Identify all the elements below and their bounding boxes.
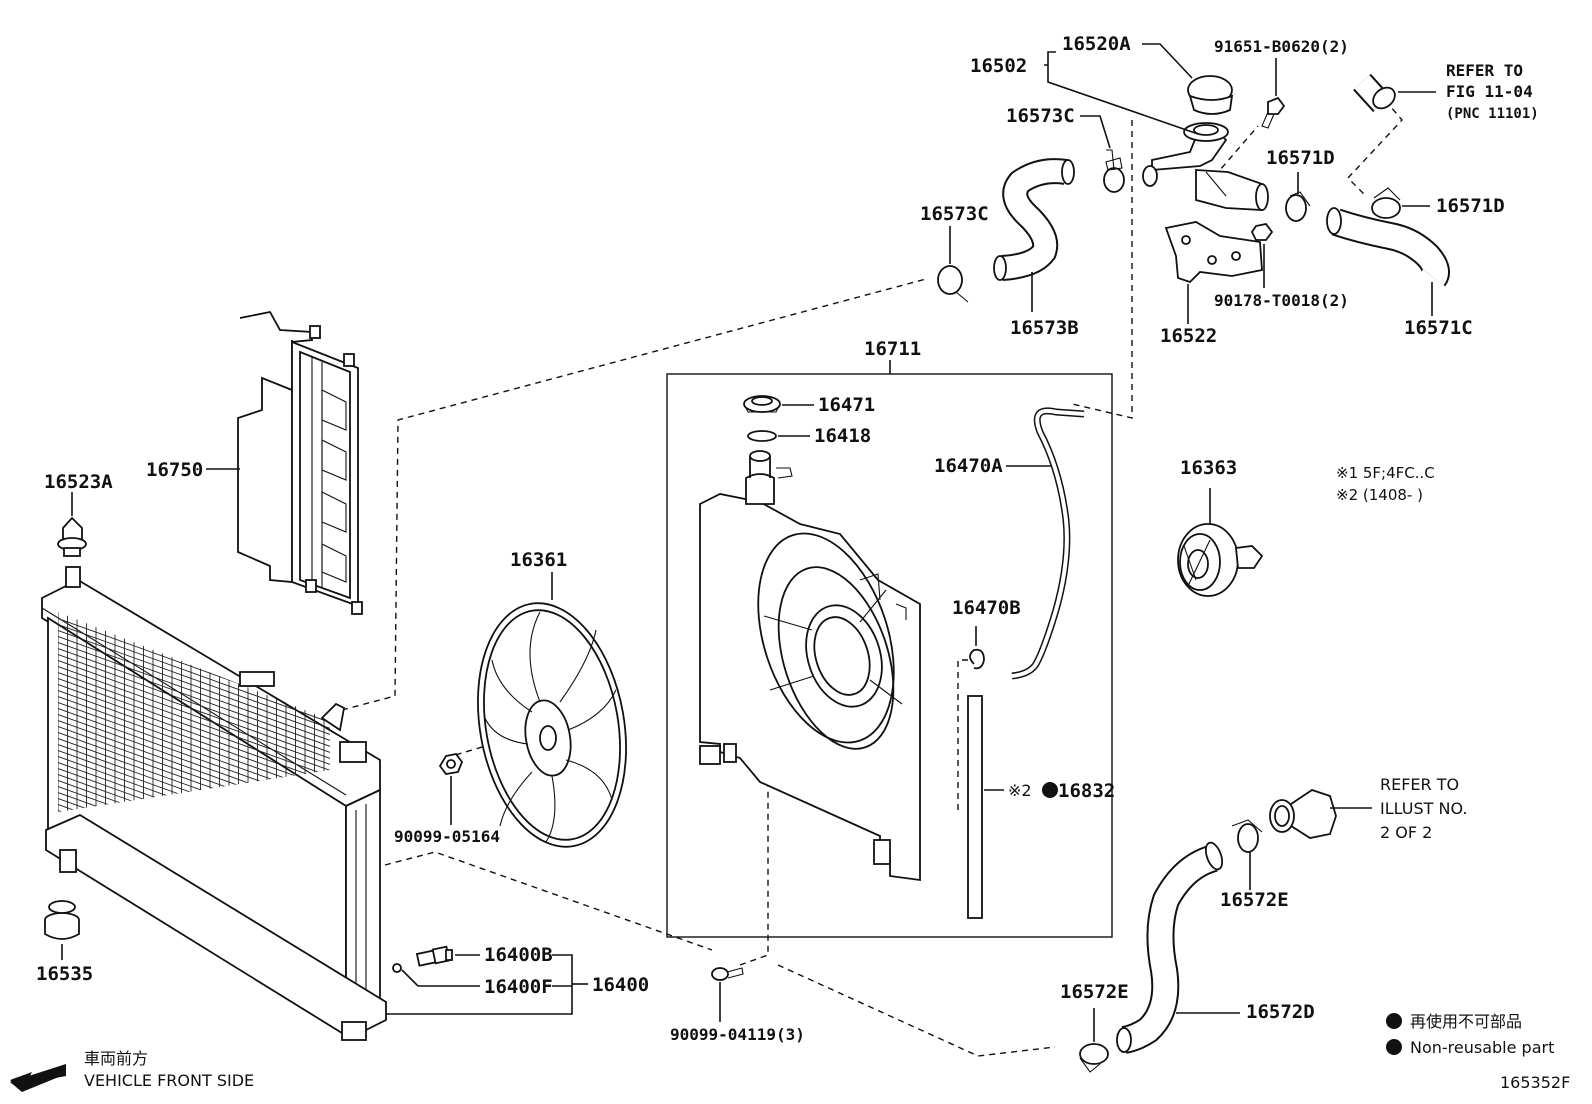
part-16572E-clamp-bottom	[1079, 1043, 1109, 1073]
label-16571D-right: 16571D	[1436, 195, 1505, 217]
part-16520A-cap	[1187, 75, 1234, 115]
label-16520A: 16520A	[1062, 33, 1131, 55]
label-90178-T0018: 90178-T0018(2)	[1214, 291, 1349, 310]
radiator	[41, 566, 387, 1041]
vehicle-front-label: 車両前方 VEHICLE FRONT SIDE	[84, 1049, 254, 1090]
part-16400B-plug	[415, 945, 453, 967]
label-16361: 16361	[510, 549, 567, 571]
part-16573C-clamp-top	[1103, 149, 1125, 193]
part-91651-bolt	[1261, 96, 1286, 129]
part-16400F-oring	[392, 963, 402, 973]
applicability-notes: ※1 5F;4FC..C ※2 (1408- )	[1336, 464, 1435, 504]
refer-right-text: REFER TO ILLUST NO. 2 OF 2	[1380, 775, 1467, 842]
part-16361-fan	[477, 602, 627, 848]
diagram-number: 165352F	[1500, 1073, 1570, 1092]
part-16572E-clamp-right	[1231, 819, 1263, 853]
label-16363: 16363	[1180, 457, 1237, 479]
label-16750: 16750	[146, 459, 203, 481]
part-16522-bracket	[1164, 221, 1263, 284]
part-refer-stub-right	[1269, 789, 1337, 839]
refer-top-line3: (PNC 11101)	[1446, 106, 1539, 122]
refer-top-line1: REFER TO	[1446, 61, 1523, 80]
vehicle-front-jp: 車両前方	[84, 1049, 148, 1068]
label-16572E-right: 16572E	[1220, 889, 1289, 911]
part-16573B-hose	[993, 158, 1075, 281]
label-16832-note: ※2	[1008, 781, 1032, 800]
part-16571C-hose	[1326, 207, 1450, 287]
label-16573B: 16573B	[1010, 317, 1079, 339]
refer-top-line2: FIG 11-04	[1446, 82, 1533, 101]
label-16400F: 16400F	[484, 976, 553, 998]
vehicle-front-en: VEHICLE FRONT SIDE	[84, 1071, 254, 1090]
refer-top-text: REFER TO FIG 11-04 (PNC 11101)	[1446, 61, 1539, 122]
part-16750-air-guide	[237, 310, 363, 615]
refer-right-line1: REFER TO	[1380, 775, 1459, 794]
label-16418: 16418	[814, 425, 871, 447]
label-16711: 16711	[864, 338, 921, 360]
part-16571D-clamp-right	[1371, 187, 1401, 219]
label-16400: 16400	[592, 974, 649, 996]
part-16470A-hose	[1011, 407, 1085, 680]
part-16363-motor	[1177, 523, 1264, 597]
legend-jp: 再使用不可部品	[1410, 1012, 1522, 1031]
label-16832: 16832	[1058, 780, 1115, 802]
legend-bullet-en	[1386, 1039, 1402, 1055]
part-16470B-clip	[969, 648, 985, 670]
label-16572D: 16572D	[1246, 1001, 1315, 1023]
label-16470B: 16470B	[952, 597, 1021, 619]
label-16471: 16471	[818, 394, 875, 416]
vehicle-front-arrow-icon	[10, 1064, 66, 1092]
part-90178-nut	[1250, 223, 1274, 241]
label-16400B: 16400B	[484, 944, 553, 966]
note-1: ※1 5F;4FC..C	[1336, 464, 1435, 482]
label-91651-B0620: 91651-B0620(2)	[1214, 37, 1349, 56]
label-16535: 16535	[36, 963, 93, 985]
label-16573C-mid: 16573C	[920, 203, 989, 225]
legend-bullet-jp	[1386, 1013, 1402, 1029]
label-90099-05164: 90099-05164	[394, 827, 500, 846]
legend-en: Non-reusable part	[1410, 1038, 1554, 1057]
refer-right-line2: ILLUST NO.	[1380, 799, 1467, 818]
label-16571D-top: 16571D	[1266, 147, 1335, 169]
part-16572D-hose	[1116, 841, 1224, 1054]
part-16418-oring	[747, 430, 777, 442]
part-16471-cap	[743, 395, 781, 413]
leader-16400F-a	[401, 969, 419, 987]
note-2: ※2 (1408- )	[1336, 486, 1423, 504]
bracket-16502	[1044, 51, 1199, 135]
part-90099-04119-bolt	[711, 967, 744, 981]
refer-right-line3: 2 OF 2	[1380, 823, 1432, 842]
part-refer-stub-top	[1353, 73, 1396, 113]
legend: 再使用不可部品 Non-reusable part	[1410, 1012, 1554, 1057]
part-16535-grommet	[44, 900, 80, 940]
label-16572E-bottom: 16572E	[1060, 981, 1129, 1003]
label-16470A: 16470A	[934, 455, 1003, 477]
part-90099-05164-nut	[438, 753, 464, 775]
label-16522: 16522	[1160, 325, 1217, 347]
part-16573C-clamp-mid	[937, 265, 969, 303]
label-90099-04119: 90099-04119(3)	[670, 1025, 805, 1044]
part-16523A-cap	[57, 516, 87, 557]
label-16571C: 16571C	[1404, 317, 1473, 339]
part-16832-strip	[967, 695, 983, 919]
part-16571D-clamp-top	[1285, 191, 1311, 222]
part-16502-filler-neck	[1142, 122, 1269, 211]
label-16523A: 16523A	[44, 471, 113, 493]
part-16711-shroud	[699, 450, 921, 882]
label-16573C-top: 16573C	[1006, 105, 1075, 127]
leader-16520A	[1142, 43, 1193, 79]
label-16502: 16502	[970, 55, 1027, 77]
callout-labels: 16502 16520A 91651-B0620(2) 16573C 16573…	[36, 33, 1505, 1044]
non-reusable-mark-16832	[1042, 782, 1058, 798]
leader-16573C-top	[1080, 115, 1111, 149]
